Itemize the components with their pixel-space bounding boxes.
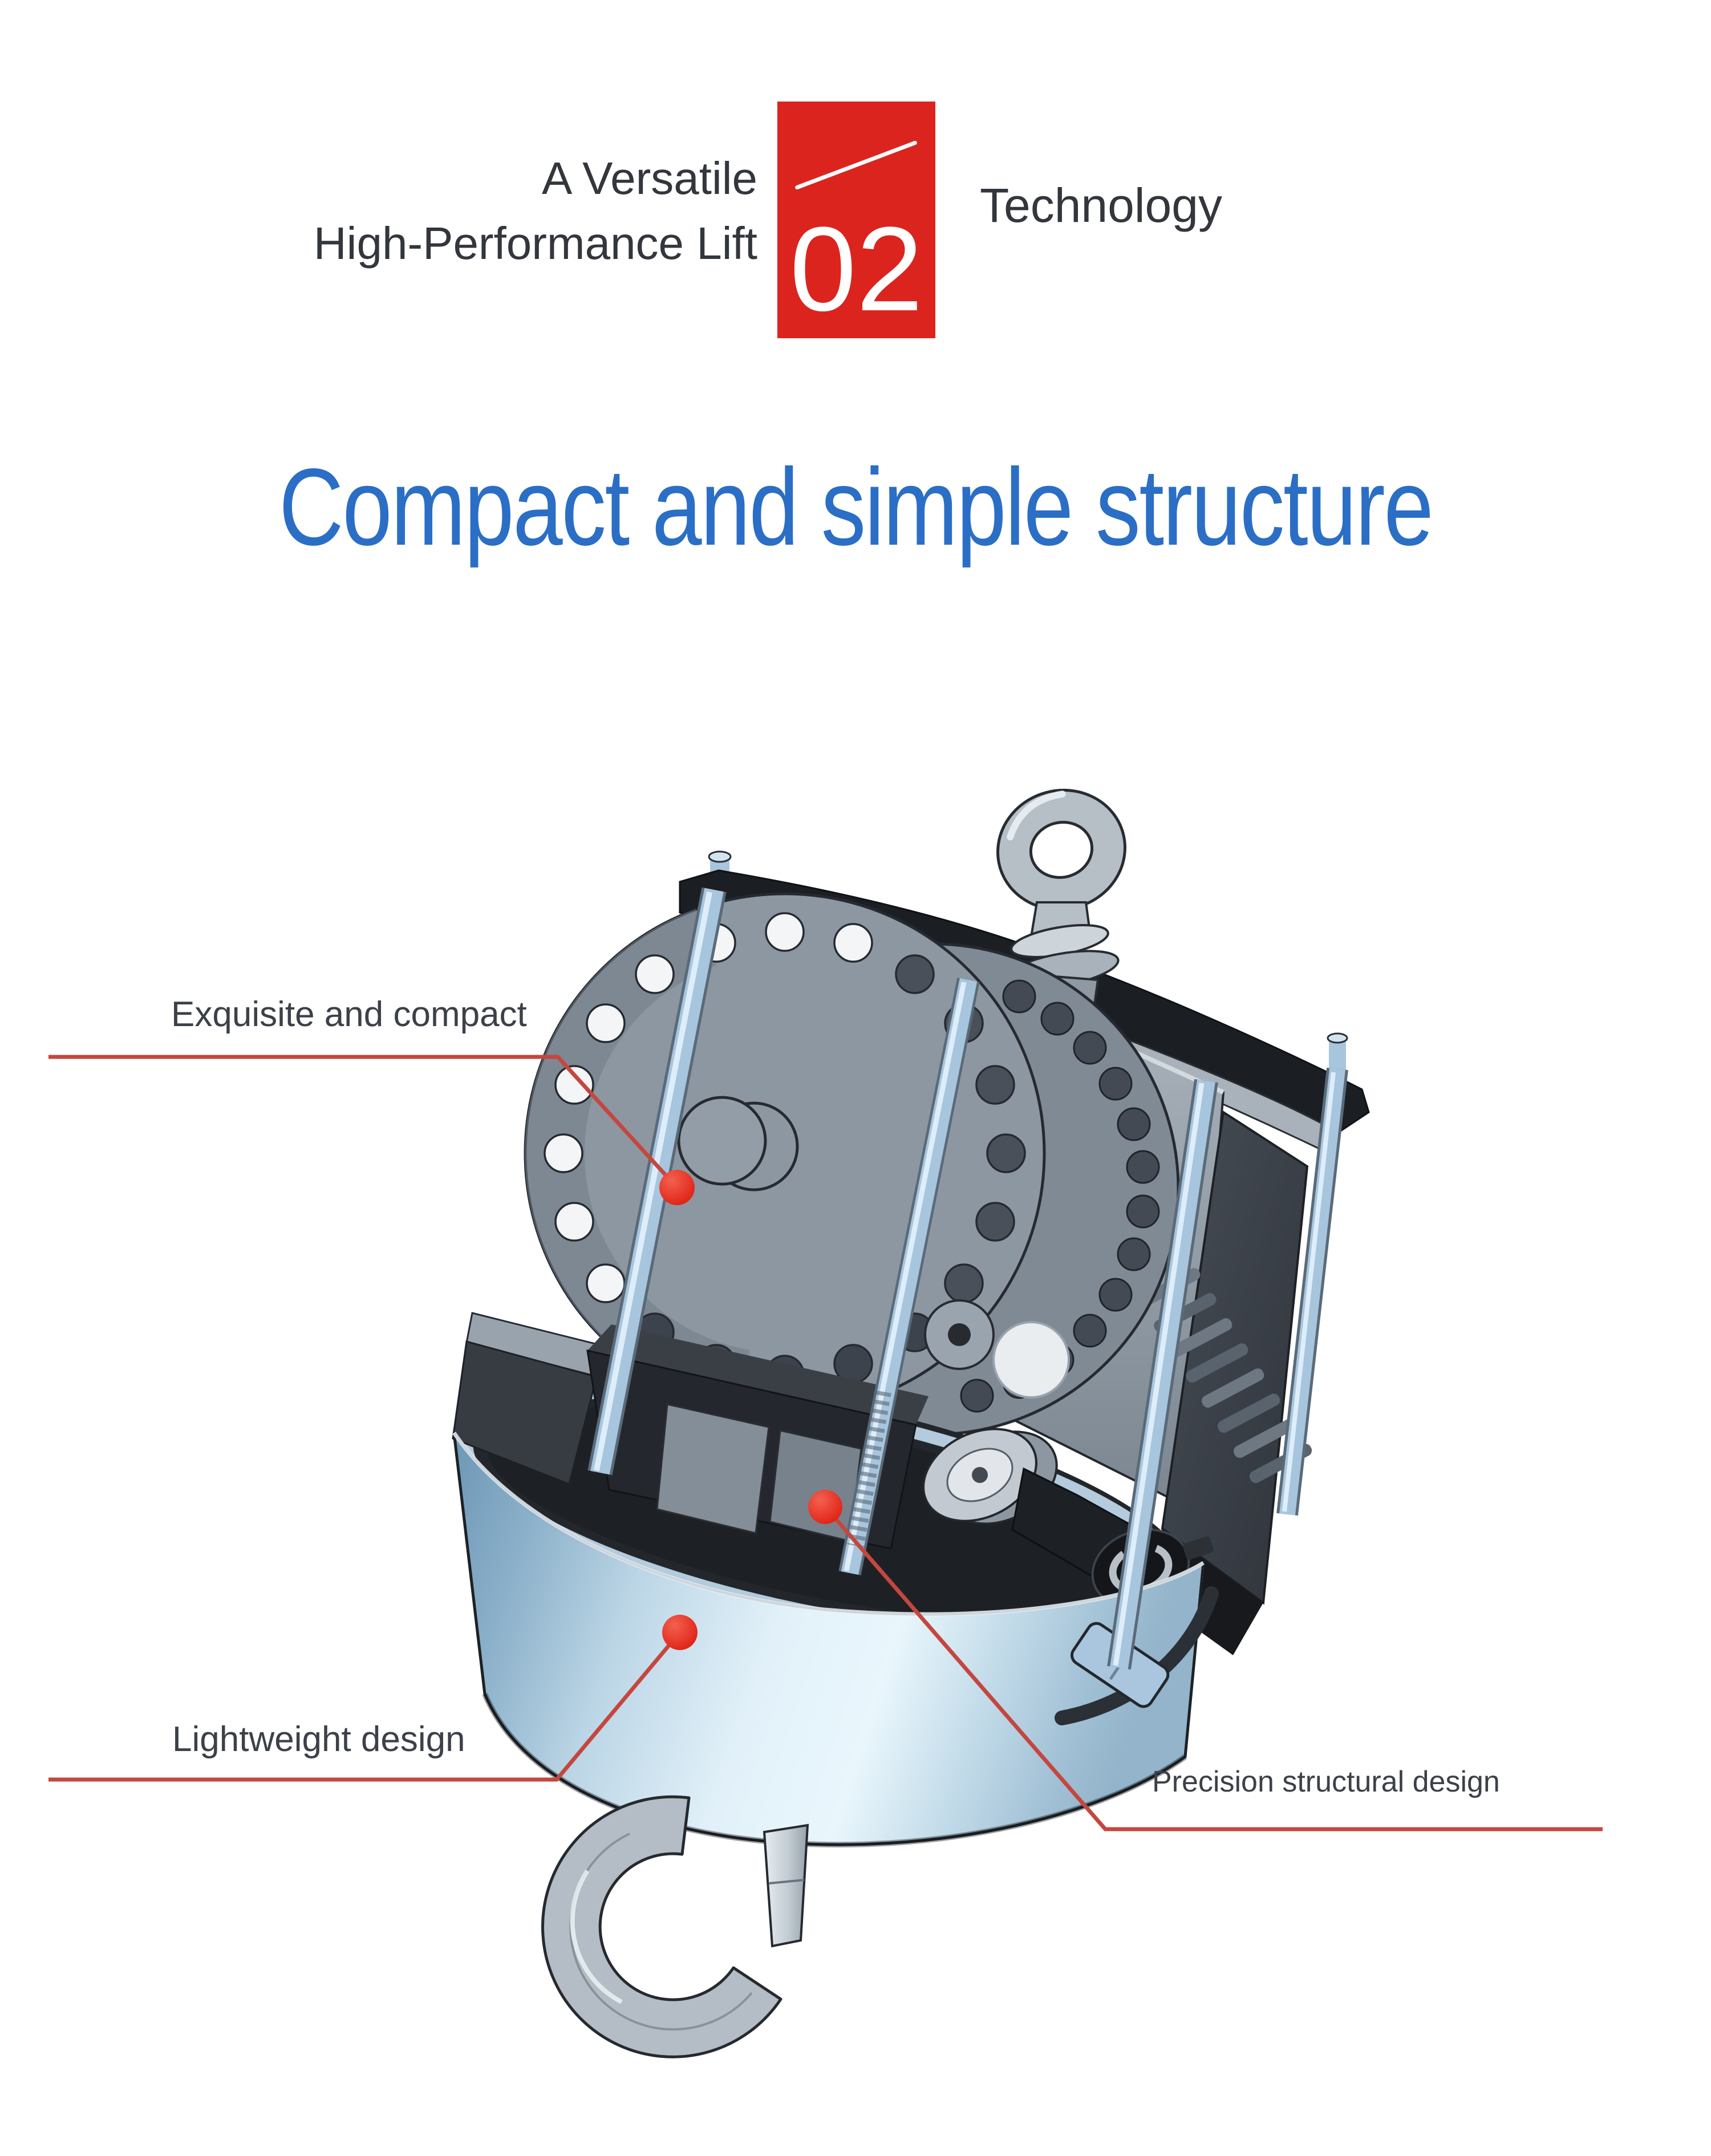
frame-left bbox=[452, 1312, 601, 1486]
tagline-line2: High-Performance Lift bbox=[313, 217, 757, 269]
eye-bolt bbox=[996, 788, 1126, 938]
section-word: Technology bbox=[980, 179, 1222, 232]
drum-shaft-front bbox=[677, 1096, 767, 1186]
hoist-illustration bbox=[452, 788, 1370, 2058]
page-title: Compact and simple structure bbox=[0, 449, 1711, 565]
hook bbox=[541, 1795, 809, 2058]
tagline-line1: A Versatile bbox=[541, 153, 757, 204]
section-number: 02 bbox=[789, 202, 923, 336]
slash-icon bbox=[794, 140, 918, 191]
callout-label-lightweight: Lightweight design bbox=[172, 1720, 465, 1759]
section-number-box: 02 bbox=[777, 102, 935, 338]
hook-body bbox=[541, 1795, 782, 2058]
pivot-lug bbox=[924, 1299, 995, 1370]
tie-rod-cap bbox=[708, 850, 732, 863]
callout-label-exquisite: Exquisite and compact bbox=[171, 995, 527, 1034]
page-title-text: Compact and simple structure bbox=[278, 445, 1434, 568]
rope-pulley bbox=[922, 1428, 1058, 1525]
callout-label-precision: Precision structural design bbox=[1152, 1765, 1500, 1798]
hook-shank bbox=[763, 1823, 809, 1948]
tie-rod-far-right bbox=[1276, 1067, 1348, 1516]
idler-disc bbox=[992, 1321, 1070, 1399]
header-tagline: A Versatile High-Performance Lift bbox=[314, 146, 757, 275]
tie-rod-cap-right bbox=[1327, 1032, 1348, 1044]
